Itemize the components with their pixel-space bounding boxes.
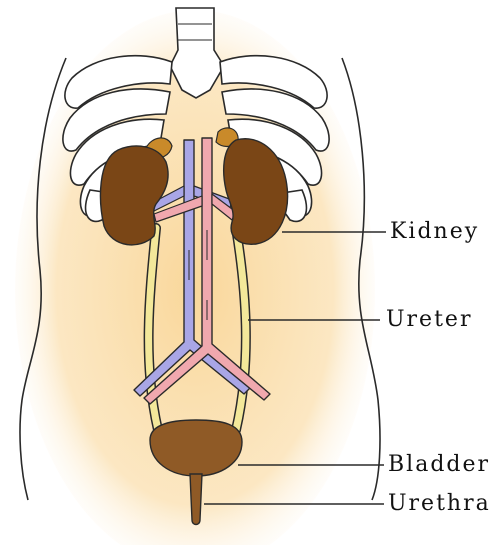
kidney-label: Kidney	[390, 221, 479, 243]
urethra	[190, 474, 202, 525]
urethra-label: Urethra	[388, 493, 491, 515]
ureter-label: Ureter	[386, 309, 472, 331]
bladder-label: Bladder	[388, 454, 490, 476]
